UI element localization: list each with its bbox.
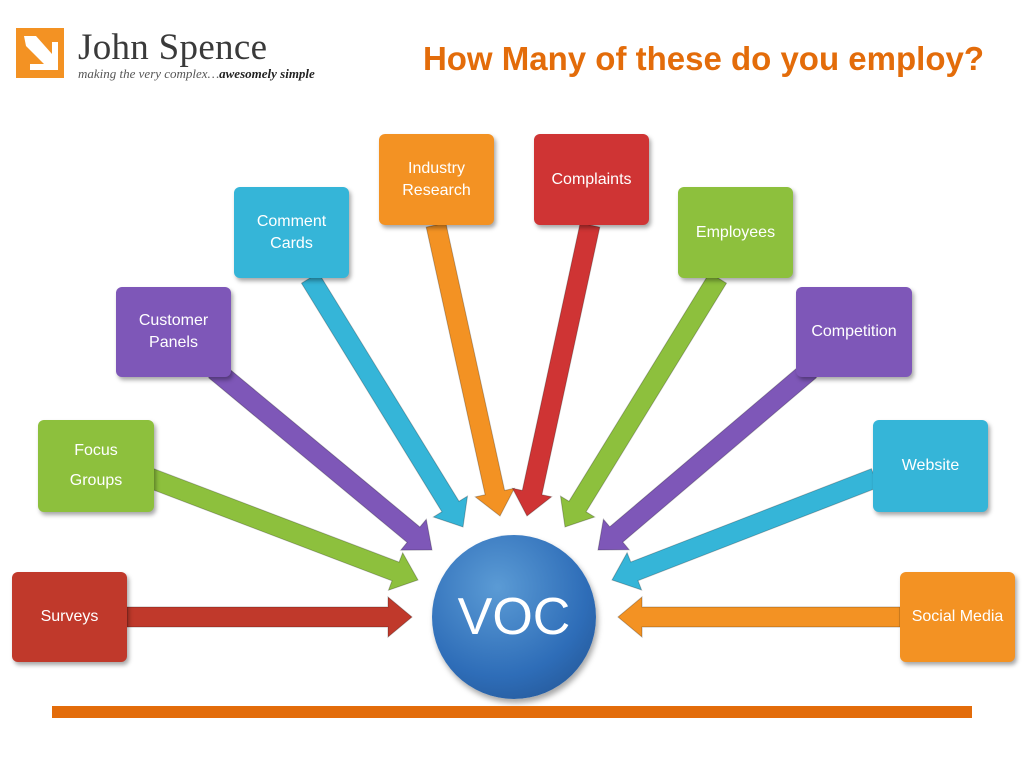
source-label: Website (901, 457, 960, 474)
page-title: How Many of these do you employ? (422, 40, 984, 77)
logo-tagline: making the very complex…awesomely simple (78, 66, 315, 82)
logo-name: John Spence (78, 27, 268, 68)
source-label: Surveys (40, 608, 99, 625)
voc-circle: VOC (432, 535, 596, 699)
source-box-complaints: Complaints (534, 134, 649, 225)
arrow-industry-research (425, 222, 516, 517)
source-label: Customer Panels (138, 312, 209, 351)
source-label: Complaints (551, 170, 632, 188)
source-box-industry-research: Industry Research (379, 134, 494, 225)
logo-arrow-icon (16, 28, 64, 78)
arrow-complaints (511, 222, 601, 517)
arrow-surveys (126, 595, 413, 639)
source-label: Employees (695, 223, 776, 241)
arrow-employees (559, 272, 728, 528)
source-box-customer-panels: Customer Panels (116, 287, 231, 377)
source-box-surveys: Surveys (12, 572, 127, 662)
source-label: Industry Research (402, 159, 471, 199)
source-label: Comment Cards (256, 212, 327, 252)
arrow-focus-groups (145, 468, 419, 592)
arrow-comment-cards (300, 272, 469, 528)
source-box-competition: Competition (796, 287, 912, 377)
source-box-employees: Employees (678, 187, 793, 278)
arrow-customer-panels (207, 361, 433, 551)
source-label: Social Media (911, 608, 1004, 625)
arrow-competition (597, 361, 818, 551)
arrow-social-media (617, 595, 901, 639)
source-box-social-media: Social Media (900, 572, 1015, 662)
bottom-rule (52, 706, 972, 718)
tagline-emphasis: awesomely simple (219, 66, 315, 81)
source-box-comment-cards: Comment Cards (234, 187, 349, 278)
source-box-focus-groups: Focus Groups (38, 420, 154, 512)
tagline-main: making the very complex… (78, 66, 220, 81)
voc-label: VOC (457, 588, 571, 646)
source-label: Competition (811, 323, 897, 340)
source-box-website: Website (873, 420, 988, 512)
arrow-website (611, 468, 880, 591)
source-label: Focus Groups (69, 442, 123, 489)
